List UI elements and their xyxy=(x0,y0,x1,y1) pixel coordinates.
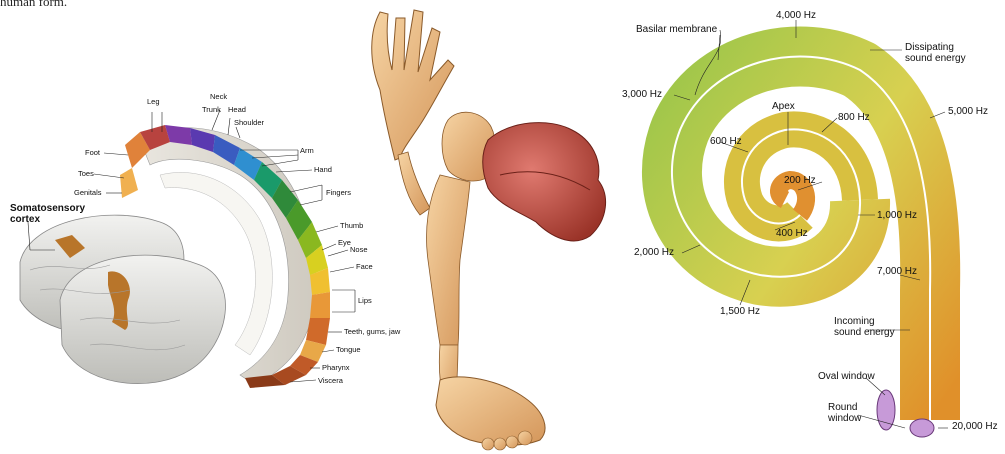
homunculus-figure xyxy=(340,0,630,454)
label-400hz: 400 Hz xyxy=(776,228,808,239)
label-oval-window: Oval window xyxy=(818,371,875,382)
label-round-window: Round window xyxy=(828,402,861,424)
label-7000hz: 7,000 Hz xyxy=(877,266,917,277)
oval-window xyxy=(877,390,895,430)
label-2000hz: 2,000 Hz xyxy=(634,247,674,258)
label-1500hz: 1,500 Hz xyxy=(720,306,760,317)
label-basilar-membrane: Basilar membrane xyxy=(636,24,717,35)
label-600hz: 600 Hz xyxy=(710,136,742,147)
label-leg: Leg xyxy=(147,98,160,106)
label-hand: Hand xyxy=(314,166,332,174)
label-genitals: Genitals xyxy=(74,189,102,197)
label-5000hz: 5,000 Hz xyxy=(948,106,988,117)
label-dissipating-energy: Dissipating sound energy xyxy=(905,42,966,64)
label-800hz: 800 Hz xyxy=(838,112,870,123)
giant-hand xyxy=(372,10,454,160)
label-4000hz: 4,000 Hz xyxy=(776,10,816,21)
homunculus-panel xyxy=(340,0,630,454)
label-200hz: 200 Hz xyxy=(784,175,816,186)
brain-illustration xyxy=(20,215,225,384)
label-arm: Arm xyxy=(300,147,314,155)
label-somatosensory-cortex: Somatosensory cortex xyxy=(10,203,85,225)
label-20000hz: 20,000 Hz xyxy=(952,421,998,432)
label-1000hz: 1,000 Hz xyxy=(877,210,917,221)
label-foot: Foot xyxy=(85,149,100,157)
label-3000hz: 3,000 Hz xyxy=(622,89,662,100)
label-shoulder: Shoulder xyxy=(234,119,264,127)
cochlea-panel: Basilar membrane 4,000 Hz Dissipating so… xyxy=(600,0,1005,454)
label-head: Head xyxy=(228,106,246,114)
label-trunk: Trunk xyxy=(202,106,221,114)
label-incoming-energy: Incoming sound energy xyxy=(834,316,895,338)
cochlea-diagram xyxy=(600,0,1005,454)
label-toes: Toes xyxy=(78,170,94,178)
giant-lips xyxy=(483,123,606,241)
label-neck: Neck xyxy=(210,93,227,101)
label-apex: Apex xyxy=(772,101,795,112)
body xyxy=(427,175,471,345)
round-window xyxy=(910,419,934,437)
